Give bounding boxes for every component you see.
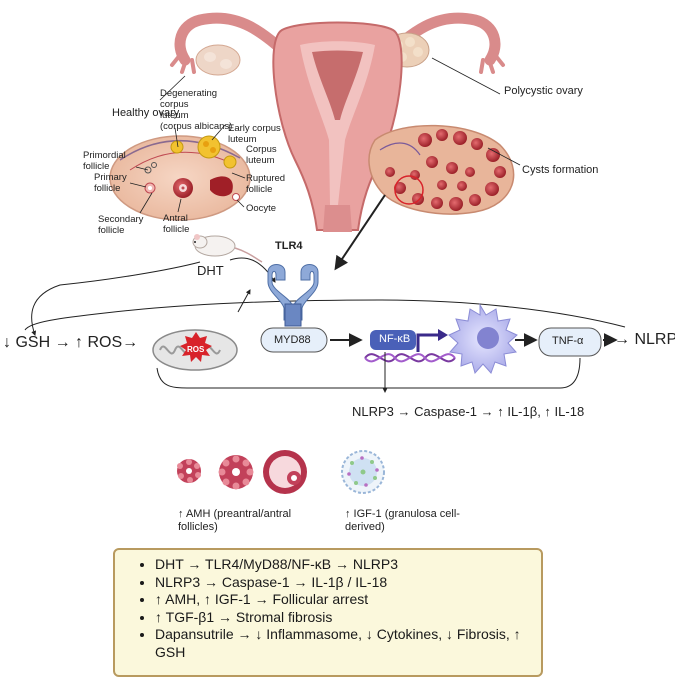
label-secondary: Secondary follicle — [98, 214, 143, 236]
preantral-follicle-icons — [177, 450, 307, 494]
follicle-medium-icon — [219, 455, 254, 490]
dht-to-gsh-arrow — [32, 262, 200, 335]
macrophage-icon — [449, 305, 517, 373]
healthy-ovary-illustration — [110, 136, 250, 220]
label-ruptured: Ruptured follicle — [246, 173, 285, 195]
label-degenerating-corpus: Degenerating corpus luteum (corpus albic… — [160, 88, 232, 132]
label-gsh-ros: ↓ GSH → ↑ ROS→ — [3, 334, 138, 352]
summary-list: DHT → TLR4/MyD88/NF-κB → NLRP3 NLRP3 → C… — [115, 550, 541, 661]
label-polycystic-ovary: Polycystic ovary — [504, 85, 583, 98]
label-amh: ↑ AMH (preantral/antral follicles) — [178, 508, 291, 534]
dna-icon — [365, 354, 455, 361]
label-primordial: Primordial follicle — [83, 150, 126, 172]
summary-box: DHT → TLR4/MyD88/NF-κB → NLRP3 NLRP3 → C… — [113, 548, 543, 677]
summary-item: Dapansutrile → ↓ Inflammasome, ↓ Cytokin… — [155, 626, 541, 661]
transcription-arrow — [418, 335, 440, 352]
summary-item: ↑ TGF-β1 → Stromal fibrosis — [155, 609, 541, 627]
label-myd88: MYD88 — [274, 334, 311, 347]
ros-to-tlr4-arrow — [238, 290, 250, 312]
tlr4-receptor-icon — [268, 265, 318, 327]
label-ros-icon: ROS — [187, 345, 204, 354]
label-nfkb: NF-κB — [379, 333, 410, 346]
granulosa-cell-icon — [342, 451, 384, 493]
label-antral: Antral follicle — [163, 213, 189, 235]
label-tlr4: TLR4 — [275, 240, 303, 253]
nlrp3-feedback-arc — [25, 300, 625, 330]
polycystic-ovary-illustration — [369, 126, 514, 214]
summary-item: ↑ AMH, ↑ IGF-1 → Follicular arrest — [155, 591, 541, 609]
label-dht: DHT — [197, 263, 224, 278]
follicle-antral-icon — [263, 450, 307, 494]
label-tnf: TNF-α — [552, 335, 583, 348]
label-igf: ↑ IGF-1 (granulosa cell- derived) — [345, 508, 460, 534]
label-cysts-formation: Cysts formation — [522, 164, 598, 177]
label-oocyte: Oocyte — [246, 203, 276, 214]
label-nlrp3: → NLRP3 — [614, 331, 675, 349]
mouse-icon — [193, 234, 262, 262]
summary-item: DHT → TLR4/MyD88/NF-κB → NLRP3 — [155, 556, 541, 574]
label-primary: Primary follicle — [94, 172, 127, 194]
label-early-corpus: Early corpus luteum — [228, 123, 281, 145]
summary-item: NLRP3 → Caspase-1 → IL-1β / IL-18 — [155, 574, 541, 592]
label-caspase-pathway: NLRP3 → Caspase-1 → ↑ IL-1β, ↑ IL-18 — [352, 404, 584, 419]
follicle-small-icon — [177, 459, 201, 483]
label-corpus-luteum: Corpus luteum — [246, 144, 277, 166]
